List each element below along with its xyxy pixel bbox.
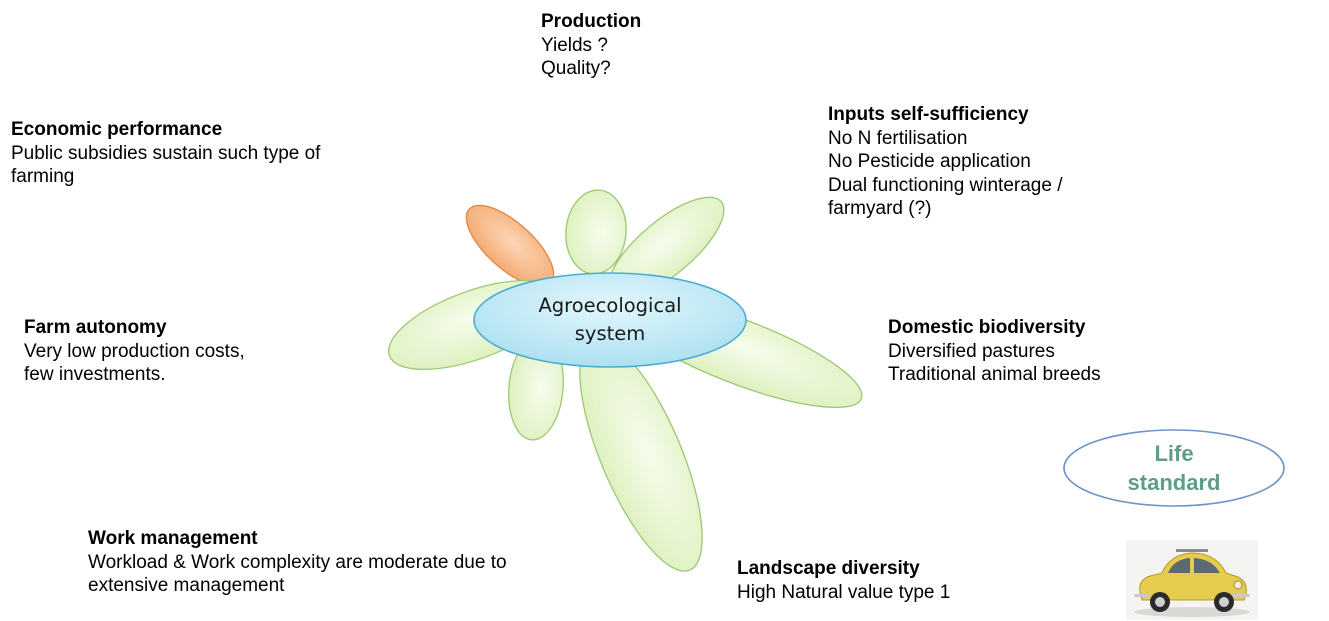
work-line-1: Workload & Work complexity are moderate … [88,551,507,573]
work-line-2: extensive management [88,575,285,596]
production-line-2: Quality? [541,58,611,79]
production-heading: Production [541,11,642,32]
inputs-line-4: farmyard (?) [828,198,932,219]
work-block: Work management Workload & Work complexi… [88,527,507,598]
economic-heading: Economic performance [11,119,223,140]
autonomy-heading: Farm autonomy [24,317,167,338]
inputs-line-3: Dual functioning winterage / [828,174,1063,196]
domestic-block: Domestic biodiversity Diversified pastur… [888,316,1101,387]
domestic-line-2: Traditional animal breeds [888,364,1101,385]
inputs-line-1: No N fertilisation [828,127,968,149]
life-standard-line-2: standard [1127,470,1221,495]
economic-line-1: Public subsidies sustain such type of [11,142,321,164]
vintage-car-icon [1126,540,1258,620]
autonomy-block: Farm autonomy Very low production costs,… [24,316,245,387]
domestic-line-1: Diversified pastures [888,340,1055,362]
center-ellipse [473,272,747,368]
production-block: Production Yields ? Quality? [541,10,641,81]
domestic-heading: Domestic biodiversity [888,317,1086,338]
inputs-heading: Inputs self-sufficiency [828,104,1029,125]
life-standard-label: Life standard [1064,430,1284,506]
economic-block: Economic performance Public subsidies su… [11,118,320,189]
autonomy-line-1: Very low production costs, [24,340,245,362]
landscape-line-1: High Natural value type 1 [737,581,951,603]
center-label-line-1: Agroecological [538,294,682,317]
inputs-line-2: No Pesticide application [828,151,1031,172]
economic-line-2: farming [11,166,75,187]
inputs-block: Inputs self-sufficiency No N fertilisati… [828,103,1062,221]
center-label-line-2: system [574,322,646,345]
work-heading: Work management [88,528,258,549]
life-standard-line-1: Life [1154,441,1194,466]
production-line-1: Yields ? [541,34,608,56]
autonomy-line-2: few investments. [24,364,166,385]
center-label: Agroecological system [474,273,746,367]
landscape-block: Landscape diversity High Natural value t… [737,557,950,604]
life-standard-ellipse [1063,429,1285,507]
landscape-heading: Landscape diversity [737,558,920,579]
